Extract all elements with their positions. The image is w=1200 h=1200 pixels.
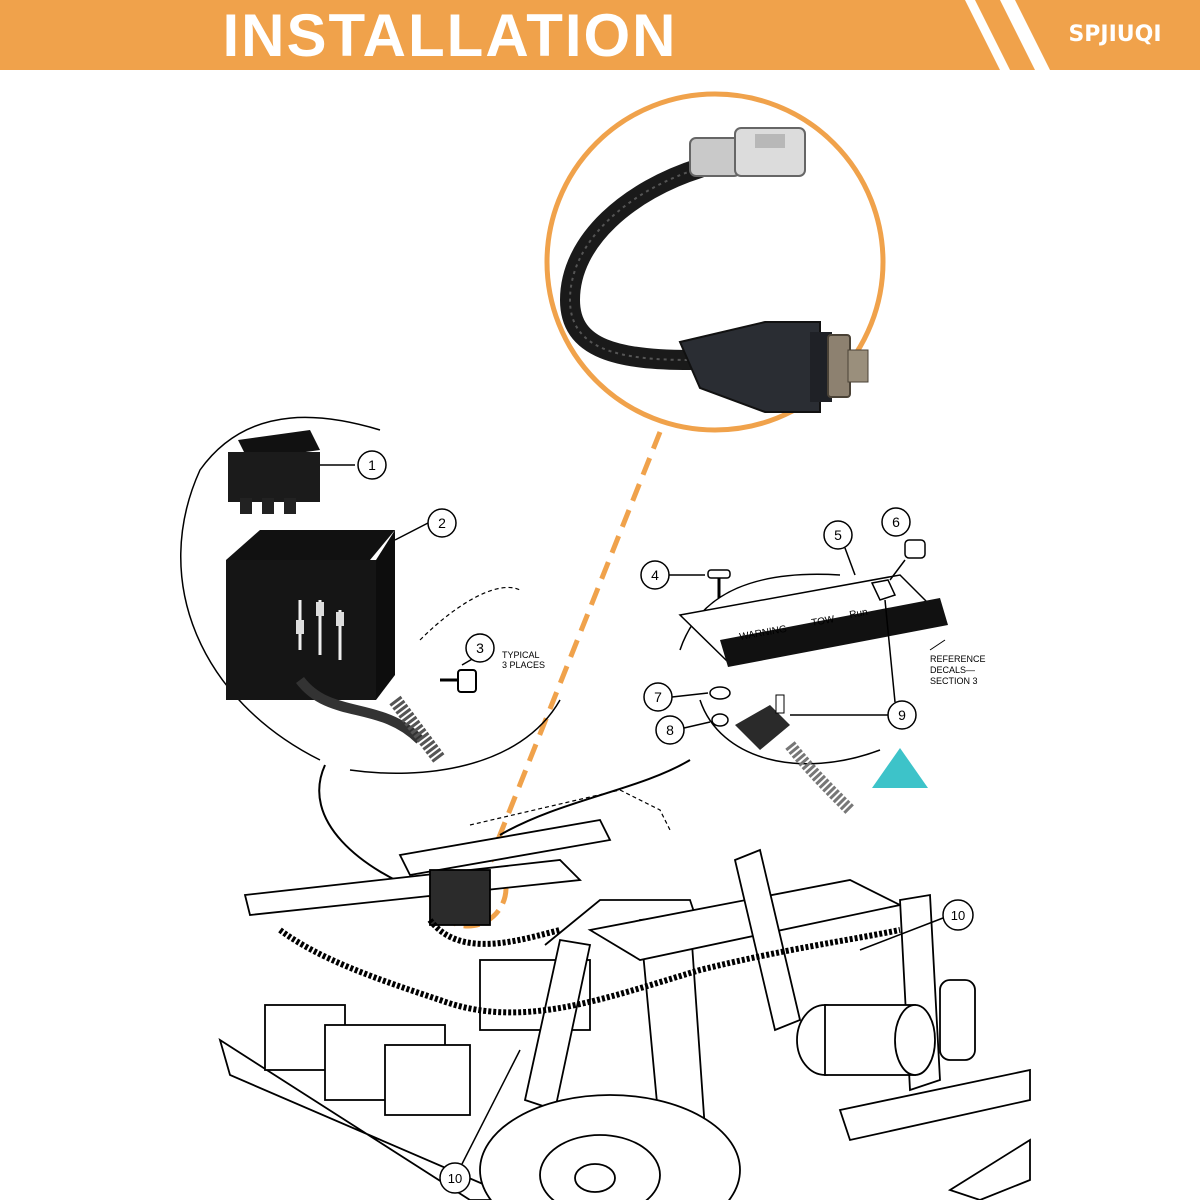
warning-triangle-icon: [872, 748, 928, 788]
page-title: INSTALLATION: [222, 1, 678, 69]
banner: [0, 0, 1200, 70]
golf-cart-chassis: [218, 586, 1031, 1200]
switch-detail: [180, 416, 561, 775]
callout-4: 4: [640, 560, 705, 590]
svg-text:7: 7: [654, 689, 662, 705]
callout-3-note-line1: TYPICAL: [502, 650, 540, 660]
svg-text:10: 10: [951, 908, 965, 923]
svg-text:8: 8: [666, 722, 674, 738]
svg-text:10: 10: [448, 1171, 462, 1186]
callout-5: 5: [823, 520, 856, 576]
callout-9: 9: [790, 599, 917, 730]
svg-text:1: 1: [368, 457, 376, 473]
switch-box: [226, 530, 395, 700]
reference-line2: DECALS—: [930, 665, 975, 675]
callout-6: 6: [881, 507, 911, 537]
decal-run-text: Run: [849, 607, 869, 621]
callout-7: 7: [643, 682, 709, 712]
leader-line: [487, 431, 663, 861]
harness-zoom: [544, 91, 886, 433]
decal-tow-text: TOW: [811, 614, 836, 629]
svg-text:3: 3: [476, 640, 484, 656]
callout-3-note-line2: 3 PLACES: [502, 660, 545, 670]
callout-3: 3 TYPICAL 3 PLACES: [465, 633, 545, 670]
callout-8: 8: [655, 715, 711, 745]
callout-10-bottom: 10: [439, 1049, 521, 1194]
right-leader-curve: [499, 759, 691, 836]
rocker-switch: [228, 430, 320, 514]
svg-text:9: 9: [898, 707, 906, 723]
reference-line1: REFERENCE: [930, 654, 986, 664]
reference-line3: SECTION 3: [930, 676, 978, 686]
svg-text:4: 4: [651, 567, 659, 583]
svg-text:5: 5: [834, 527, 842, 543]
decal-detail: WARNING TOW Run REFERENCE DECALS— SECTIO…: [678, 539, 986, 815]
callout-1: 1: [357, 450, 387, 480]
callout-2: 2: [427, 508, 457, 538]
callout-10-top: 10: [859, 899, 974, 951]
brand-logo-text: SPJIUQI: [1068, 21, 1162, 47]
svg-text:6: 6: [892, 514, 900, 530]
svg-text:2: 2: [438, 515, 446, 531]
screw: [440, 669, 477, 693]
